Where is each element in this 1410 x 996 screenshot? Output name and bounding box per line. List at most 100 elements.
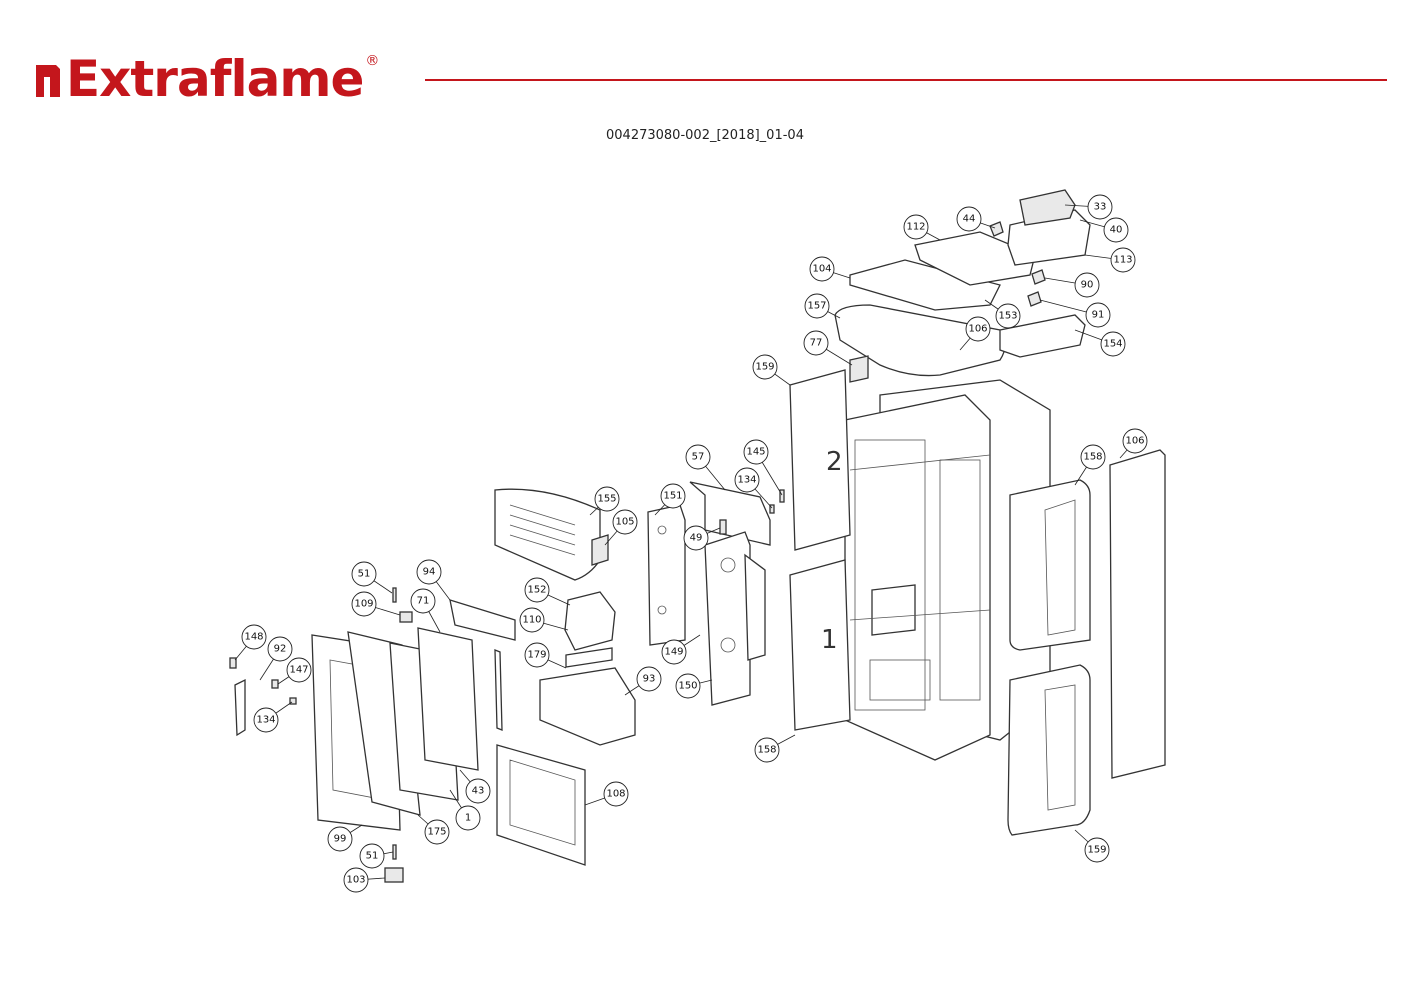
callout-label: 44: [963, 214, 976, 225]
callout-label: 155: [597, 494, 616, 505]
callout-bubble: [661, 639, 687, 665]
callout-label: 110: [522, 615, 541, 626]
brand-logo: Extraflame ®: [34, 49, 379, 109]
callout-label: 157: [807, 301, 826, 312]
callout-134: 134: [253, 701, 293, 733]
callout-bubble: [804, 293, 830, 319]
callout-layer: 33 44 40 1 1 2 113 104 90 157 153 91 106 154 77 159 145 5…: [234, 194, 1148, 893]
callout-113: 113: [1084, 247, 1136, 273]
callout-label: 175: [427, 827, 446, 838]
callout-bubble: [416, 559, 442, 585]
callout-90: 90: [1044, 272, 1100, 298]
callout-label: 92: [274, 644, 287, 655]
callout-label: 179: [527, 650, 546, 661]
callout-label: 94: [423, 567, 436, 578]
callout-159: 159: [1074, 829, 1110, 863]
callout-label: 43: [472, 786, 485, 797]
callout-93: 93: [624, 666, 662, 696]
callout-33: 33: [1064, 194, 1113, 220]
callout-104: 104: [809, 256, 851, 282]
callout-bubble: [241, 624, 267, 650]
callout-148: 148: [234, 624, 267, 661]
callout-134: 134: [734, 467, 773, 509]
callout-bubble: [1074, 272, 1100, 298]
callout-71: 71: [410, 588, 441, 633]
svg-text:2: 2: [826, 447, 843, 477]
callout-bubble: [965, 316, 991, 342]
callout-bubble: [903, 214, 929, 240]
svg-text:1: 1: [821, 625, 838, 655]
callout-bubble: [465, 778, 491, 804]
callout-109: 109: [351, 591, 401, 617]
callout-145: 145: [743, 439, 783, 496]
callout-bubble: [594, 486, 620, 512]
callout-bubble: [636, 666, 662, 692]
callout-bubble: [267, 636, 293, 662]
callout-bubble: [524, 577, 550, 603]
callout-bubble: [424, 819, 450, 845]
callout-label: 93: [643, 674, 656, 685]
callout-bubble: [1103, 217, 1129, 243]
callout-bubble: [1080, 444, 1106, 470]
left-side-panel: 2 1: [789, 369, 851, 731]
callout-bubble: [603, 781, 629, 807]
flame-logo-icon: [34, 57, 62, 101]
callout-label: 51: [358, 569, 371, 580]
callout-bubble: [253, 707, 279, 733]
callout-155: 155: [589, 486, 620, 516]
callout-179: 179: [524, 642, 567, 669]
callout-51: 51: [351, 561, 393, 594]
stove-body: [844, 379, 1051, 761]
callout-label: 151: [663, 491, 682, 502]
callout-bubble: [612, 509, 638, 535]
callout-bubble: [995, 303, 1021, 329]
callout-bubble: [683, 525, 709, 551]
callout-label: 1: [465, 813, 471, 824]
callout-40: 40: [1079, 217, 1129, 243]
callout-1: 1: [449, 789, 481, 831]
callout-label: 33: [1094, 202, 1107, 213]
callout-bubble: [685, 444, 711, 470]
callout-153: 153: [984, 299, 1021, 329]
callout-bubble: [455, 805, 481, 831]
callout-106: 106: [1119, 428, 1148, 459]
callout-bubble: [1110, 247, 1136, 273]
callout-43: 43: [459, 769, 491, 804]
callout-label: 152: [527, 585, 546, 596]
callout-94: 94: [416, 559, 451, 601]
callout-bubble: [524, 642, 550, 668]
callout-label: 91: [1092, 310, 1105, 321]
right-side-panels: [1007, 449, 1166, 836]
callout-bubble: [1085, 302, 1111, 328]
callout-label: 77: [810, 338, 823, 349]
callout-151: 151: [654, 483, 686, 516]
brand-name: Extraflame: [66, 50, 364, 108]
callout-bubble: [734, 467, 760, 493]
callout-175: 175: [417, 814, 450, 845]
callout-label: 99: [334, 834, 347, 845]
callout-bubble: [956, 206, 982, 232]
callout-label: 159: [1087, 845, 1106, 856]
callout-label: 105: [615, 517, 634, 528]
callout-110: 110: [519, 607, 569, 633]
callout-158: 158: [754, 734, 796, 763]
callout-51: 51: [359, 843, 394, 869]
callout-bubble: [803, 330, 829, 356]
callout-bubble: [351, 591, 377, 617]
callout-44: 44: [956, 206, 996, 232]
callout-label: 57: [692, 452, 705, 463]
callout-label: 90: [1081, 280, 1094, 291]
callout-label: 49: [690, 533, 703, 544]
registered-mark: ®: [365, 53, 380, 69]
callout-bubble: [1122, 428, 1148, 454]
document-code: 004273080-002_[2018]_01-04: [606, 128, 804, 143]
callout-92: 92: [259, 636, 293, 681]
callout-label: 147: [289, 665, 308, 676]
callout-label: 103: [346, 875, 365, 886]
callout-bubble: [343, 867, 369, 893]
callout-label: 149: [664, 647, 683, 658]
callout-label: 154: [1103, 339, 1122, 350]
callout-label: 150: [678, 681, 697, 692]
callout-108: 108: [584, 781, 629, 807]
